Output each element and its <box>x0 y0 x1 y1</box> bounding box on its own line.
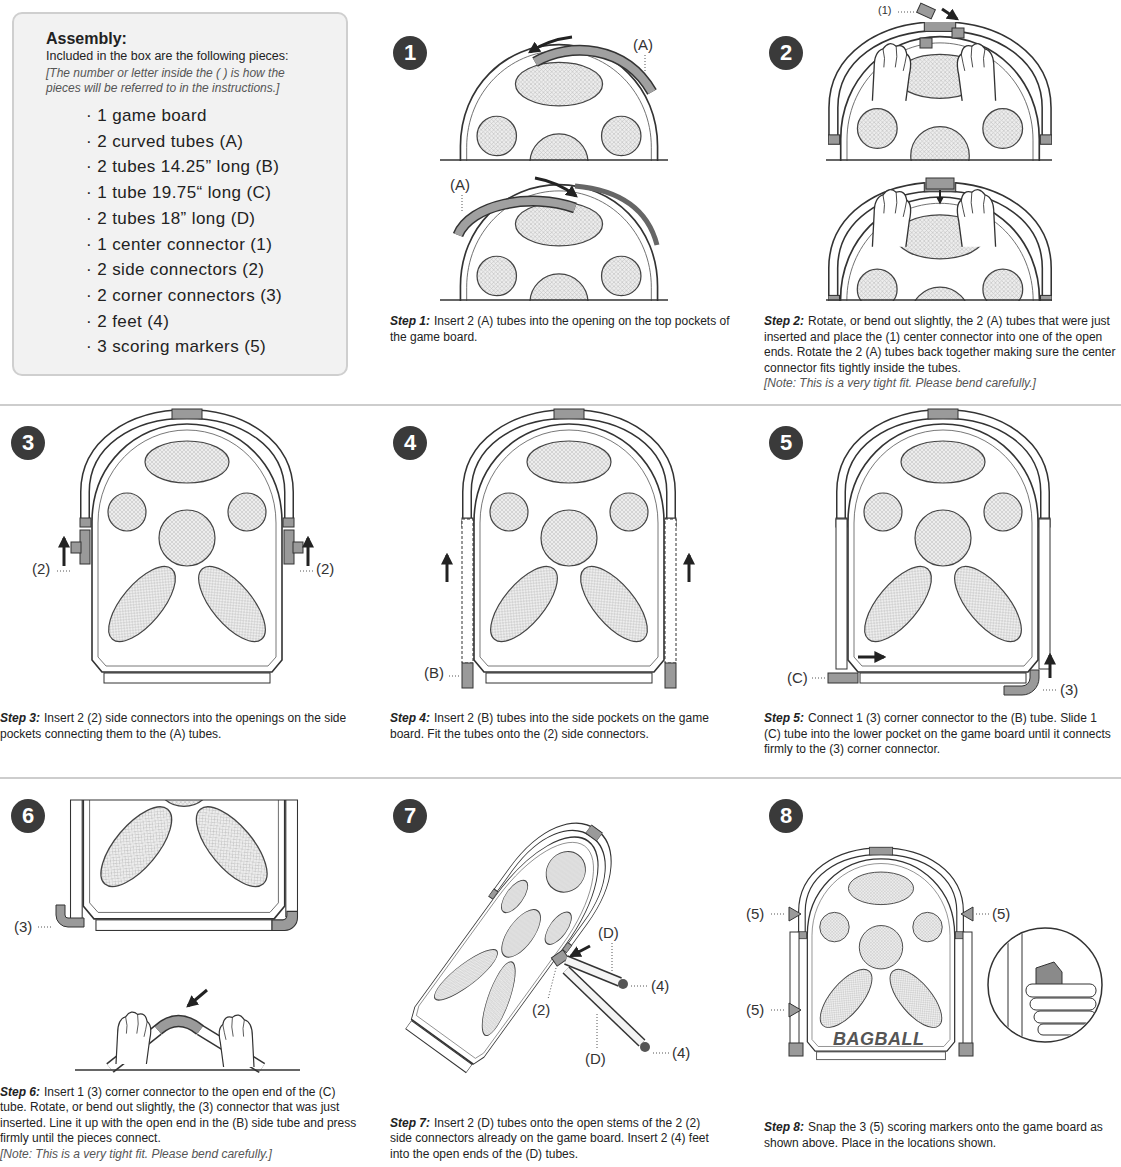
panel-note: [The number or letter inside the ( ) is … <box>46 66 316 96</box>
parts-list-item: · 1 game board <box>86 106 207 126</box>
step-heading: Step 6: <box>0 1085 40 1099</box>
panel-intro: Included in the box are the following pi… <box>46 49 289 63</box>
callout-label: (D) <box>585 1051 606 1068</box>
step-number: 6 <box>22 805 34 827</box>
parts-list-item: · 2 tubes 14.25” long (B) <box>86 157 279 177</box>
step-number-circle: 2 <box>769 36 803 70</box>
callout-label: (C) <box>787 670 808 687</box>
step-heading: Step 3: <box>0 711 40 725</box>
callout-label: (1) <box>878 4 891 16</box>
parts-list-item: · 2 curved tubes (A) <box>86 132 243 152</box>
callout-label: (A) <box>450 177 470 194</box>
parts-list-item: · 1 center connector (1) <box>86 235 272 255</box>
callout-label: (5) <box>992 906 1010 923</box>
callout-label: (A) <box>633 37 653 54</box>
step-caption: Step 1:Insert 2 (A) tubes into the openi… <box>390 314 735 345</box>
callout-label: (4) <box>672 1045 690 1062</box>
callout-label: (D) <box>598 925 619 942</box>
callout-label: (5) <box>746 1002 764 1019</box>
step-heading: Step 7: <box>390 1116 430 1130</box>
panel-heading: Assembly: <box>46 30 127 48</box>
step-instruction: Insert 2 (2) side connectors into the op… <box>0 711 346 741</box>
step-number-circle: 6 <box>11 799 45 833</box>
callout-label: (5) <box>746 906 764 923</box>
step-caption: Step 2:Rotate, or bend out slightly, the… <box>764 314 1116 392</box>
parts-list-item: · 2 tubes 18” long (D) <box>86 209 255 229</box>
step-number-circle: 3 <box>11 426 45 460</box>
step-number-circle: 8 <box>769 799 803 833</box>
step-number: 8 <box>780 805 792 827</box>
parts-list-panel: Assembly:Included in the box are the fol… <box>12 12 348 376</box>
step-heading: Step 8: <box>764 1120 804 1134</box>
step-number: 7 <box>404 805 416 827</box>
callout-label: (2) <box>532 1002 550 1019</box>
step-number: 3 <box>22 432 34 454</box>
callout-label: (B) <box>424 665 444 682</box>
step-number-circle: 5 <box>769 426 803 460</box>
step-heading: Step 4: <box>390 711 430 725</box>
step-instruction: Snap the 3 (5) scoring markers onto the … <box>764 1120 1103 1150</box>
step-heading: Step 5: <box>764 711 804 725</box>
parts-list-item: · 1 tube 19.75“ long (C) <box>86 183 271 203</box>
step-caption: Step 6:Insert 1 (3) corner connector to … <box>0 1085 362 1163</box>
step-heading: Step 2: <box>764 314 804 328</box>
parts-list-item: · 3 scoring markers (5) <box>86 337 266 357</box>
step-caption: Step 7:Insert 2 (D) tubes onto the open … <box>390 1116 720 1163</box>
step-note: [Note: This is a very tight fit. Please … <box>764 376 1116 392</box>
callout-label: (3) <box>1060 682 1078 699</box>
step-instruction: Insert 2 (A) tubes into the opening on t… <box>390 314 730 344</box>
parts-list-item: · 2 side connectors (2) <box>86 260 264 280</box>
step-caption: Step 3:Insert 2 (2) side connectors into… <box>0 711 360 742</box>
step-number: 1 <box>404 42 416 64</box>
step-heading: Step 1: <box>390 314 430 328</box>
step-caption: Step 5:Connect 1 (3) corner connector to… <box>764 711 1114 758</box>
parts-list-item: · 2 corner connectors (3) <box>86 286 282 306</box>
step-number-circle: 4 <box>393 426 427 460</box>
step-note: [Note: This is a very tight fit. Please … <box>0 1147 362 1163</box>
step-instruction: Insert 2 (B) tubes into the side pockets… <box>390 711 709 741</box>
step-number: 2 <box>780 42 792 64</box>
callout-label: (3) <box>14 919 32 936</box>
step-number-circle: 7 <box>393 799 427 833</box>
brand-logo: BAGBALL <box>833 1030 925 1050</box>
step-number-circle: 1 <box>393 36 427 70</box>
callout-label: (4) <box>651 978 669 995</box>
step-number: 4 <box>404 432 416 454</box>
step-instruction: Insert 1 (3) corner connector to the ope… <box>0 1085 356 1146</box>
step-instruction: Connect 1 (3) corner connector to the (B… <box>764 711 1111 756</box>
step-caption: Step 4:Insert 2 (B) tubes into the side … <box>390 711 735 742</box>
parts-list-item: · 2 feet (4) <box>86 312 169 332</box>
step-instruction: Insert 2 (D) tubes onto the open stems o… <box>390 1116 709 1161</box>
callout-label: (2) <box>316 561 334 578</box>
step-number: 5 <box>780 432 792 454</box>
step-caption: Step 8:Snap the 3 (5) scoring markers on… <box>764 1120 1114 1151</box>
callout-label: (2) <box>32 561 50 578</box>
step-instruction: Rotate, or bend out slightly, the 2 (A) … <box>764 314 1116 375</box>
